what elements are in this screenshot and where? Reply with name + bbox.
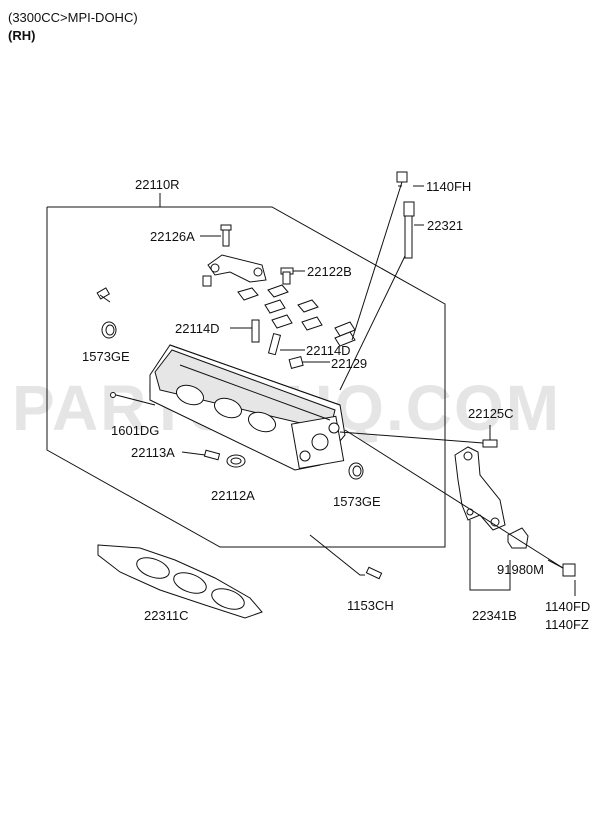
- label-22341b: 22341B: [472, 608, 517, 623]
- bolt-22321-icon[interactable]: [339, 201, 415, 391]
- label-1601dg: 1601DG: [111, 423, 159, 438]
- side-caption: (RH): [8, 28, 35, 43]
- bolt-22126a-icon[interactable]: [220, 224, 232, 247]
- seal-22112a-icon[interactable]: [226, 454, 246, 468]
- label-22110r: 22110R: [135, 177, 180, 192]
- cylinder-head-icon[interactable]: [149, 344, 346, 471]
- bolt-1140fd-icon[interactable]: [547, 559, 576, 577]
- plug-1573ge-icon[interactable]: [101, 321, 117, 339]
- bolt-1140fh-icon[interactable]: [351, 171, 408, 341]
- bracket-22341b-icon[interactable]: [454, 446, 506, 531]
- plug-1573ge-lower-icon[interactable]: [348, 462, 364, 480]
- label-22113a: 22113A: [131, 445, 175, 460]
- stud-22125c-icon[interactable]: [482, 439, 498, 448]
- spring-22129-icon[interactable]: [288, 355, 304, 369]
- valve-caps-icon[interactable]: [237, 284, 356, 347]
- stud-icon[interactable]: [96, 287, 111, 303]
- label-1573ge-a: 1573GE: [82, 349, 130, 364]
- label-1153ch: 1153CH: [347, 598, 394, 613]
- label-22122b: 22122B: [307, 264, 352, 279]
- label-91980m: 91980M: [497, 562, 544, 577]
- dowel-22114d-icon[interactable]: [251, 319, 282, 356]
- engine-caption: (3300CC>MPI-DOHC): [8, 10, 138, 25]
- seal-22113a-icon[interactable]: [203, 449, 221, 461]
- stud-1153ch-icon[interactable]: [365, 566, 383, 580]
- label-22311c: 22311C: [144, 608, 189, 623]
- label-1140fd: 1140FD: [545, 599, 590, 614]
- bracket-part-icon[interactable]: [202, 254, 267, 287]
- bolt-22122b-icon[interactable]: [280, 267, 294, 285]
- label-22129: 22129: [331, 356, 367, 371]
- plug-1601dg-icon[interactable]: [110, 392, 116, 398]
- label-22125c: 22125C: [468, 406, 514, 421]
- label-1140fz: 1140FZ: [545, 617, 589, 632]
- clip-91980m-icon[interactable]: [507, 527, 529, 549]
- label-22321: 22321: [427, 218, 463, 233]
- label-22114d-b: 22114D: [306, 343, 351, 358]
- label-1573ge-b: 1573GE: [333, 494, 381, 509]
- label-22114d-a: 22114D: [175, 321, 220, 336]
- gasket-22311c-icon[interactable]: [97, 544, 263, 619]
- cylinder-head-group-outline: [46, 206, 446, 548]
- label-1140fh: 1140FH: [426, 179, 471, 194]
- label-22126a: 22126A: [150, 229, 195, 244]
- label-22112a: 22112A: [211, 488, 255, 503]
